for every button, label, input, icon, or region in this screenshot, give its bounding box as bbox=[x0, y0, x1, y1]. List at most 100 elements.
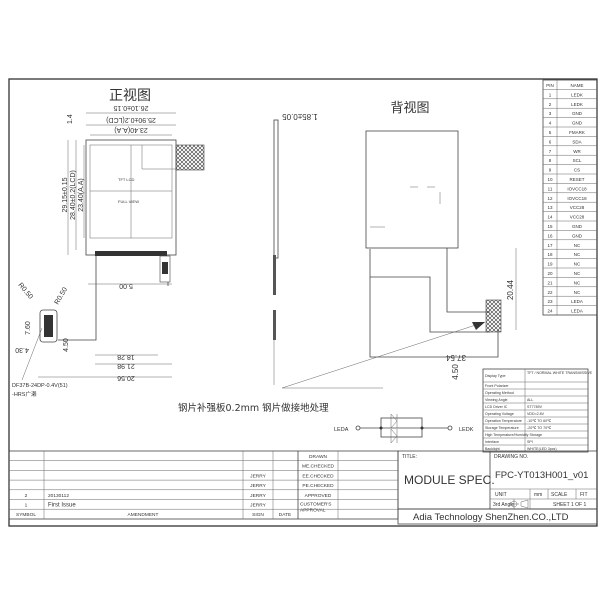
revision-cell: JERRY bbox=[250, 473, 266, 479]
approval-label: APPROVED bbox=[305, 493, 332, 499]
full-view-label: FULL VIEW bbox=[118, 199, 139, 204]
connector-note-2: -HRS广濑 bbox=[12, 390, 37, 398]
side-view: 1.85±0.05 bbox=[273, 112, 318, 385]
approval-label: PE.CHECKED bbox=[302, 483, 334, 489]
connector bbox=[39, 309, 58, 343]
revision-header: DATE bbox=[279, 512, 291, 518]
dim-fpc-21: 21.98 bbox=[117, 362, 135, 369]
pin-name: LEDA bbox=[571, 309, 583, 314]
spec-label: Storage Temperature bbox=[485, 426, 519, 430]
revision-header: SYMBOL bbox=[16, 512, 36, 518]
pin-number: 19 bbox=[547, 262, 553, 267]
pin-number: 15 bbox=[547, 224, 553, 229]
stiffener-note: 钢片补强板0.2mm 钢片做接地处理 bbox=[178, 402, 329, 414]
pin-name: NC bbox=[574, 290, 581, 295]
dim-stiffener: 4.50 bbox=[451, 364, 460, 380]
dim-radius-2: R0.50 bbox=[54, 286, 69, 306]
spec-value: ALL bbox=[527, 398, 533, 402]
pin-number: 12 bbox=[547, 196, 553, 201]
revision-cell: 20130112 bbox=[48, 493, 69, 499]
pin-name: NC bbox=[574, 280, 581, 285]
pin-name: GND bbox=[572, 121, 583, 126]
dim-width-aa: 23.40(A.A) bbox=[114, 126, 147, 133]
revision-cell: JERRY bbox=[250, 503, 266, 509]
pin-number: 24 bbox=[547, 309, 553, 314]
drawing-no: FPC-YT013H001_v01 bbox=[495, 470, 588, 481]
pin-name: LEDK bbox=[571, 92, 583, 97]
spec-value: ST7789V bbox=[527, 405, 543, 409]
pin-name: FMARK bbox=[569, 130, 585, 135]
spec-label: LCD Driver IC bbox=[485, 405, 508, 409]
spec-label: Operating Method bbox=[485, 391, 514, 395]
pin-name: VCC28 bbox=[570, 215, 585, 220]
dim-connector-offset: 4.50 bbox=[63, 338, 70, 352]
dim-thickness: 1.85±0.05 bbox=[282, 112, 318, 121]
third-angle-projection-icon bbox=[509, 499, 529, 509]
fpc-hatch bbox=[175, 144, 205, 171]
spec-value: SPI bbox=[527, 440, 533, 444]
revision-cell: JERRY bbox=[250, 493, 266, 499]
spec-value: -10℃ TO 60℃ bbox=[527, 419, 552, 423]
dim-fpc-5: 5.00 bbox=[119, 282, 133, 289]
revision-cell: JERRY bbox=[250, 483, 266, 489]
revision-cell: 1 bbox=[25, 503, 28, 509]
unit-label: UNIT bbox=[495, 492, 507, 498]
pin-number: 14 bbox=[547, 215, 553, 220]
lcd-label: TFT LCD bbox=[118, 177, 134, 182]
pin-name: NC bbox=[574, 243, 581, 248]
spec-value: -20℃ TO 70℃ bbox=[527, 426, 552, 430]
approval-label: DRAWN bbox=[309, 454, 327, 460]
front-view-title: 正视图 bbox=[109, 88, 151, 104]
title-value: MODULE SPEC. bbox=[404, 473, 495, 487]
pin-name: SCL bbox=[573, 158, 582, 163]
revision-cell: 2 bbox=[25, 493, 28, 499]
pin-number: 13 bbox=[547, 205, 553, 210]
connector-note-1: DF37B-24DP-0.4V(51) bbox=[12, 383, 68, 389]
dim-connector-width: 4.30 bbox=[15, 346, 29, 353]
pin-number: 5 bbox=[549, 130, 552, 135]
pin-name: NC bbox=[574, 271, 581, 276]
spec-table: Display Type TFT / NORMAL WHITE TRANSMISS… bbox=[482, 368, 593, 453]
pin-table-header: NAME bbox=[570, 83, 583, 88]
pin-number: 4 bbox=[549, 121, 552, 126]
pin-number: 9 bbox=[549, 168, 552, 173]
pin-number: 3 bbox=[549, 111, 552, 116]
back-outline bbox=[365, 130, 459, 249]
back-view: 背视图 20.44 37.54 4.50 bbox=[281, 101, 517, 389]
sheet-number: SHEET 1 OF 1 bbox=[553, 502, 586, 508]
spec-label: Front Polarizer bbox=[485, 384, 509, 388]
spec-label: Interface bbox=[485, 440, 499, 444]
pin-number: 7 bbox=[549, 149, 552, 154]
approval-label: EE.CHECKED bbox=[302, 473, 334, 479]
dim-width-lcd: 25.90±0.2(LCD) bbox=[106, 116, 156, 123]
dim-radius-1: R0.50 bbox=[16, 282, 33, 301]
pin-name: GND bbox=[572, 233, 583, 238]
dim-fpc-18: 18.28 bbox=[117, 353, 135, 360]
pin-table-header: PIN bbox=[546, 83, 554, 88]
pin-name: NC bbox=[574, 252, 581, 257]
backlight-circuit: LEDA LEDK bbox=[334, 413, 474, 444]
revision-cell: First Issue bbox=[48, 503, 76, 509]
scale-label: SCALE bbox=[551, 492, 568, 498]
dim-total: 37.54 bbox=[445, 353, 466, 362]
spec-label: Viewing Angle bbox=[485, 398, 508, 402]
dim-connector-height: 7.60 bbox=[25, 321, 32, 335]
pin-number: 16 bbox=[547, 233, 553, 238]
pin-name: IOVCC18 bbox=[567, 196, 587, 201]
spec-value: TFT / NORMAL WHITE TRANSMISSIVE bbox=[527, 371, 593, 375]
title-label: TITLE: bbox=[402, 454, 417, 460]
pin-number: 20 bbox=[547, 271, 553, 276]
unit-value: mm bbox=[534, 492, 542, 498]
dim-height-lcd: 28.40±0.2(LCD) bbox=[70, 170, 77, 220]
spec-label: Display Type bbox=[485, 374, 506, 378]
drawing-no-label: DRAWING NO. bbox=[494, 454, 528, 460]
spec-value: VDD=2.8V bbox=[527, 412, 545, 416]
front-view: 正视图 TFT LCD FULL VIEW 26.10±0.15 25.90±0… bbox=[12, 88, 205, 398]
spec-value: WHITE(LED 3pcs) bbox=[527, 447, 557, 451]
anode-label: LEDA bbox=[334, 427, 349, 433]
pin-name: SDA bbox=[572, 139, 581, 144]
revision-header: AMENDMENT bbox=[128, 512, 159, 518]
